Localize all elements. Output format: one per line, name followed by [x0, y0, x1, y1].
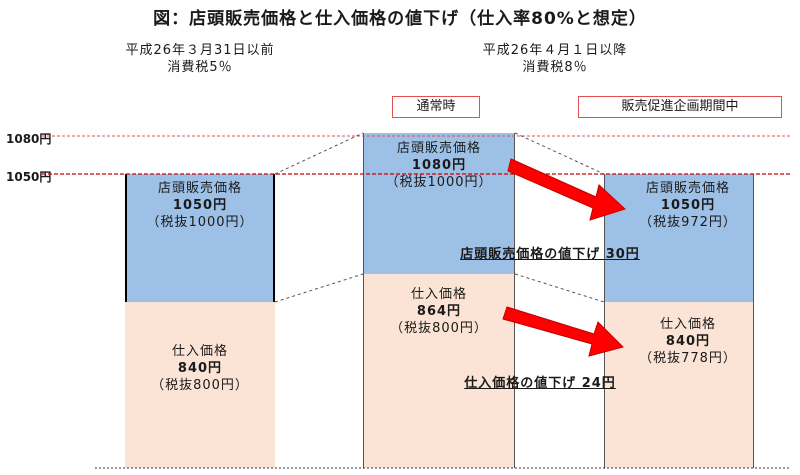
period-before: 平成26年３月31日以前 消費税5％ [80, 42, 320, 76]
period-before-tax: 消費税5％ [167, 60, 233, 75]
period-after-date: 平成26年４月１日以降 [482, 43, 628, 58]
purchase-pretax: （税抜800円） [151, 378, 249, 393]
retail-label: 店頭販売価格 [396, 141, 481, 156]
retail-pretax: （税抜1000円） [146, 215, 254, 230]
retail-box-normal [363, 133, 515, 274]
retail-pretax: （税抜972円） [639, 215, 737, 230]
arrow-retail-cut [507, 158, 626, 221]
purchase-pretax: （税抜800円） [390, 321, 488, 336]
purchase-box-before [125, 302, 275, 468]
arrow-purchase-cut [502, 306, 624, 357]
retail-pretax: （税抜1000円） [385, 175, 493, 190]
purchase-text-normal: 仕入価格 864円 （税抜800円） [363, 286, 515, 337]
purchase-price: 864円 [416, 304, 462, 319]
purchase-label: 仕入価格 [410, 287, 467, 302]
retail-text-promo: 店頭販売価格 1050円 （税抜972円） [604, 180, 772, 231]
y-label-1080: 1080円 [6, 132, 52, 146]
purchase-box-promo [604, 302, 754, 468]
connector-top-left [274, 132, 364, 175]
connector-mid-left [274, 273, 364, 303]
retail-price: 1050円 [172, 198, 228, 213]
purchase-pretax: （税抜778円） [639, 351, 737, 366]
retail-text-normal: 店頭販売価格 1080円 （税抜1000円） [363, 140, 515, 191]
connector-mid-right [514, 273, 605, 303]
purchase-text-before: 仕入価格 840円 （税抜800円） [125, 343, 275, 394]
purchase-price: 840円 [665, 334, 711, 349]
retail-label: 店頭販売価格 [645, 181, 730, 196]
purchase-label: 仕入価格 [659, 317, 716, 332]
period-before-date: 平成26年３月31日以前 [125, 43, 275, 58]
diagram-title: 図：店頭販売価格と仕入価格の値下げ（仕入率80%と想定） [153, 9, 647, 29]
purchase-price: 840円 [177, 361, 223, 376]
purchase-box-normal [363, 274, 515, 468]
retail-text-before: 店頭販売価格 1050円 （税抜1000円） [125, 180, 275, 231]
y-label-1050: 1050円 [6, 170, 52, 184]
retail-price: 1050円 [660, 198, 716, 213]
period-after: 平成26年４月１日以降 消費税8％ [440, 42, 670, 76]
retail-box-before [125, 174, 275, 302]
note-retail-cut: 店頭販売価格の値下げ 30円 [460, 247, 640, 262]
connector-top-right [514, 132, 605, 175]
retail-price: 1080円 [411, 158, 467, 173]
tag-promo: 販売促進企画期間中 [578, 96, 782, 118]
period-after-tax: 消費税8％ [522, 60, 588, 75]
purchase-text-promo: 仕入価格 840円 （税抜778円） [604, 316, 772, 367]
retail-label: 店頭販売価格 [157, 181, 242, 196]
note-purchase-cut: 仕入価格の値下げ 24円 [464, 376, 616, 391]
retail-box-promo [604, 174, 754, 302]
tag-normal: 通常時 [392, 96, 480, 118]
purchase-label: 仕入価格 [171, 344, 228, 359]
